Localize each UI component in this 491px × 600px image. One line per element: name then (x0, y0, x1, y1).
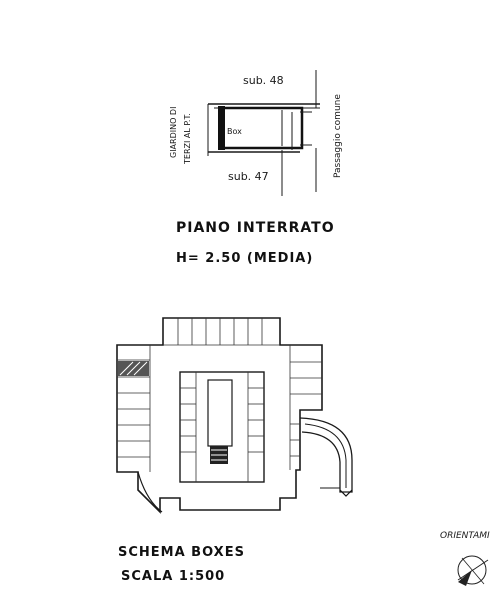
top-row-boxes (163, 318, 280, 346)
height-label: H= 2.50 (MEDIA) (176, 251, 313, 266)
schema-scale: SCALA 1:500 (121, 569, 225, 584)
box-unit-left-wall (218, 106, 225, 150)
stair-core (207, 379, 233, 447)
ramp-arrow-icon (339, 489, 353, 497)
central-island-boxes (180, 372, 264, 482)
box-unit (218, 106, 304, 150)
schema-title: SCHEMA BOXES (118, 545, 245, 560)
garden-label-line2: TERZI AL P.T. (183, 113, 192, 165)
schema-outline (116, 317, 323, 514)
floor-title: PIANO INTERRATO (176, 220, 335, 236)
north-arrow-compass-icon (457, 555, 489, 586)
central-island (179, 371, 265, 483)
access-ramp (299, 417, 353, 493)
left-column-boxes (117, 345, 151, 472)
common-passage-label: Passaggio comune (333, 94, 343, 178)
orientation-label: ORIENTAMI (440, 531, 490, 541)
garden-label-line1: GIARDINO DI (169, 107, 178, 158)
sub-top-label: sub. 48 (243, 74, 284, 87)
box-detail-plan: sub. 48 sub. 47 Box GIARDINO DI TERZI AL… (169, 70, 343, 196)
sub-bottom-label: sub. 47 (228, 170, 269, 183)
boxes-schema-plan (116, 317, 353, 514)
right-column-boxes (289, 345, 322, 470)
box-label: Box (227, 127, 242, 136)
